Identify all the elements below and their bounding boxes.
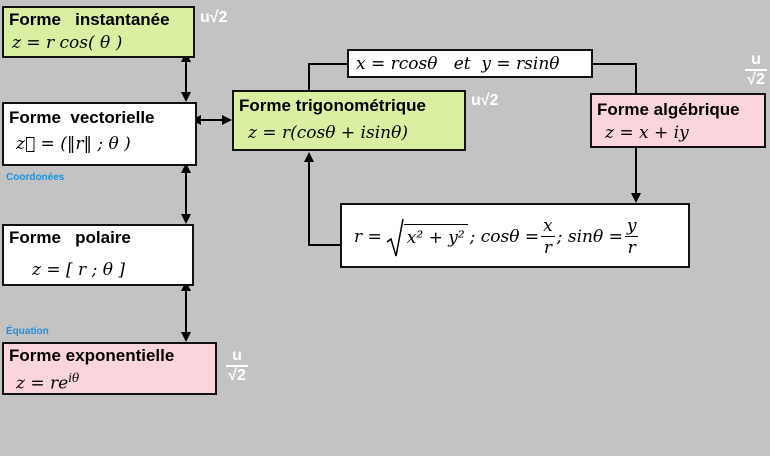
box-title: Forme vectorielle xyxy=(9,108,155,127)
tag-bar xyxy=(226,365,248,367)
box-formula: z = r cos( θ ) xyxy=(12,33,123,53)
sin-numerator: y xyxy=(624,215,639,237)
tag-u-over-sqrt2: u √2 xyxy=(745,52,767,88)
arrow-relation-to-trig xyxy=(304,152,340,246)
connector-top-alg xyxy=(592,63,637,93)
box-forme-algebrique: Forme algébrique z = x + iy xyxy=(590,93,766,148)
box-forme-polaire: Forme polaire z = [ r ; θ ] xyxy=(2,224,194,286)
label-equation: Équation xyxy=(6,326,49,337)
sin-denominator: r xyxy=(627,237,636,258)
box-title: Forme trigonométrique xyxy=(239,96,427,115)
box-formula: z⃗ = (‖r‖ ; θ ) xyxy=(16,134,131,154)
box-relation-polar: r = x² + y² ; cosθ = x r ; sinθ = y r xyxy=(340,203,690,268)
tag-u-sqrt2: u√2 xyxy=(471,92,499,109)
box-formula: x = rcosθ et y = rsinθ xyxy=(356,54,560,74)
label-coordonnees: Coordonées xyxy=(6,172,65,183)
box-title: Forme instantanée xyxy=(9,10,170,29)
tag-u-sqrt2: u√2 xyxy=(200,9,228,26)
formula-base: z = re xyxy=(16,373,69,394)
radical-sign-icon xyxy=(386,218,404,256)
formula-exponent: iθ xyxy=(68,371,80,385)
cos-denominator: r xyxy=(543,237,553,258)
box-title: Forme algébrique xyxy=(597,100,740,119)
box-formula: z = x + iy xyxy=(605,123,689,143)
tag-bottom: √2 xyxy=(228,367,246,384)
box-formula: z = [ r ; θ ] xyxy=(32,260,125,280)
sin-equals: ; sinθ = xyxy=(556,227,623,247)
tag-bottom: √2 xyxy=(747,71,765,88)
connector-trig-top xyxy=(308,63,348,90)
box-title: Forme exponentielle xyxy=(9,346,175,365)
tag-u-over-sqrt2: u √2 xyxy=(226,348,248,384)
box-relation-cartesian: x = rcosθ et y = rsinθ xyxy=(347,49,593,78)
box-forme-exponentielle: Forme exponentielle z = reiθ xyxy=(2,342,217,395)
box-formula: r = x² + y² ; cosθ = x r ; sinθ = y r xyxy=(354,212,640,262)
box-title: Forme polaire xyxy=(9,228,131,247)
r-equals: r = xyxy=(354,227,382,247)
cos-fraction: x r xyxy=(541,216,555,259)
sin-fraction: y r xyxy=(624,215,639,259)
cos-numerator: x xyxy=(541,215,555,237)
cos-equals: ; cosθ = xyxy=(469,227,540,247)
box-forme-instantanee: Forme instantanée z = r cos( θ ) xyxy=(2,6,195,58)
sqrt-expression: x² + y² xyxy=(386,218,468,256)
radicand: x² + y² xyxy=(403,223,468,251)
box-formula: z = r(cosθ + isinθ) xyxy=(248,123,408,143)
box-formula: z = reiθ xyxy=(16,371,79,394)
tag-top: u xyxy=(751,51,761,68)
box-forme-vectorielle: Forme vectorielle z⃗ = (‖r‖ ; θ ) xyxy=(2,102,197,166)
tag-bar xyxy=(745,69,767,71)
tag-top: u xyxy=(232,347,242,364)
box-forme-trigonometrique: Forme trigonométrique z = r(cosθ + isinθ… xyxy=(232,90,466,151)
